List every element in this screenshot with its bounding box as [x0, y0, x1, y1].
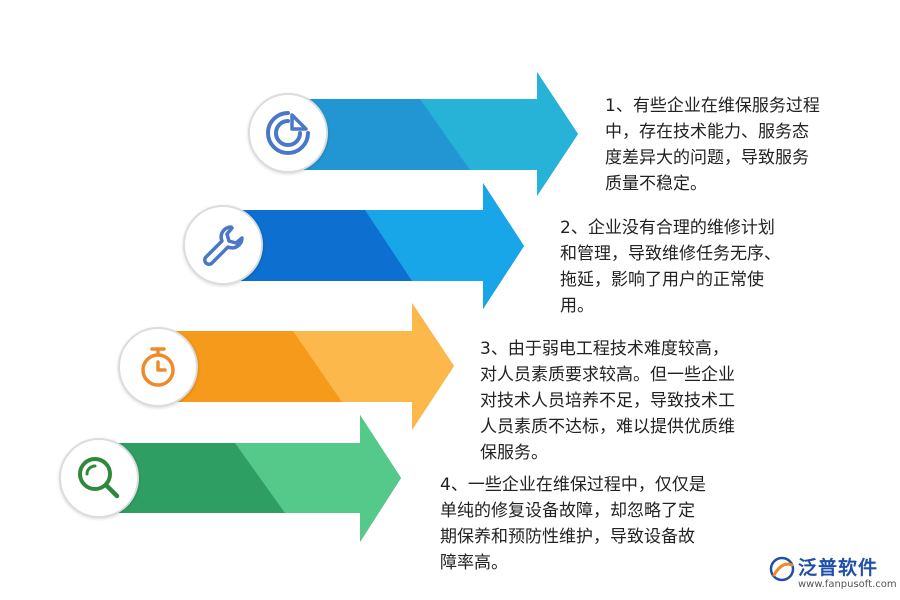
- arrow-4: [95, 415, 401, 542]
- item-4-icon-circle: [59, 438, 139, 518]
- item-3-icon-circle: [118, 327, 198, 407]
- item-4-line: 期保养和预防性维护，导致设备故: [440, 527, 695, 547]
- item-3-line: 对人员素质要求较高。但一些企业: [480, 365, 735, 385]
- item-3-line: 人员素质不达标，难以提供优质维: [480, 417, 735, 437]
- search-icon: [78, 457, 120, 499]
- item-1-line: 度差异大的问题，导致服务: [605, 148, 809, 168]
- item-2-line: 2、企业没有合理的维修计划: [560, 218, 775, 238]
- arrow-2: [220, 183, 524, 309]
- item-1-line: 1、有些企业在维保服务过程: [605, 96, 820, 116]
- item-2-line: 用。: [560, 296, 594, 316]
- item-2-text: 2、企业没有合理的维修计划 和管理，导致维修任务无序、 拖延，影响了用户的正常使…: [560, 215, 781, 319]
- item-2-line: 和管理，导致维修任务无序、: [560, 244, 781, 264]
- arrow-1: [285, 72, 578, 196]
- item-3-line: 对技术人员培养不足，导致技术工: [480, 391, 735, 411]
- item-4-text: 4、一些企业在维保过程中，仅仅是 单纯的修复设备故障，却忽略了定 期保养和预防性…: [440, 472, 706, 576]
- brand-name: 泛普软件: [798, 557, 879, 579]
- item-1-text: 1、有些企业在维保服务过程 中，存在技术能力、服务态 度差异大的问题，导致服务 …: [605, 93, 820, 197]
- item-4-line: 4、一些企业在维保过程中，仅仅是: [440, 475, 706, 495]
- item-4-line: 障率高。: [440, 553, 508, 573]
- item-3-text: 3、由于弱电工程技术难度较高， 对人员素质要求较高。但一些企业 对技术人员培养不…: [480, 336, 735, 466]
- item-3-line: 3、由于弱电工程技术难度较高，: [480, 339, 729, 359]
- item-1-line: 质量不稳定。: [605, 174, 707, 194]
- item-2-icon-circle: [183, 205, 263, 285]
- item-3-line: 保服务。: [480, 443, 548, 463]
- stopwatch-icon: [141, 347, 175, 387]
- brand-url: www.fanpusoft.com: [798, 579, 897, 590]
- arrow-3: [155, 303, 454, 430]
- wrench-icon: [203, 225, 244, 266]
- brand-logo-icon: [769, 556, 795, 582]
- item-1-icon-circle: [248, 93, 328, 173]
- item-4-line: 单纯的修复设备故障，却忽略了定: [440, 501, 695, 521]
- item-2-line: 拖延，影响了用户的正常使: [560, 270, 764, 290]
- brand-watermark: 泛普软件 www.fanpusoft.com: [768, 553, 897, 597]
- pie-chart-icon: [266, 111, 310, 155]
- item-1-line: 中，存在技术能力、服务态: [605, 122, 809, 142]
